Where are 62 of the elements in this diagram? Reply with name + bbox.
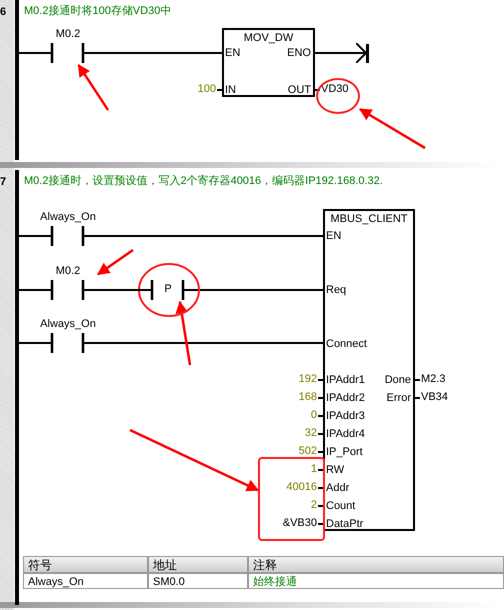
- table-cell: SM0.0: [148, 573, 248, 589]
- function-block: [222, 28, 315, 97]
- pin-label: Done: [384, 374, 411, 387]
- contact-address: Always_On: [39, 211, 97, 224]
- highlight-rectangle: [258, 457, 325, 541]
- table-header-cell: 地址: [148, 556, 248, 573]
- highlight-circle: [316, 78, 360, 114]
- wire: [98, 235, 323, 237]
- annotation-arrow: [129, 428, 260, 492]
- network-number: 7: [0, 176, 6, 189]
- function-block: [323, 209, 415, 531]
- pin-label: Addr: [326, 482, 350, 495]
- contact-type-letter: P: [163, 283, 173, 296]
- pin-label: EN: [326, 230, 342, 243]
- pin-label: IP_Port: [326, 446, 363, 459]
- block-title: MOV_DW: [242, 32, 294, 45]
- table-header-cell: 注释: [248, 556, 504, 573]
- contact-symbol: [38, 213, 98, 248]
- table-cell: Always_On: [23, 573, 148, 589]
- annotation-arrow: [78, 64, 110, 111]
- pin-label: IPAddr1: [326, 374, 365, 387]
- output-wire: [315, 42, 367, 64]
- wire: [19, 52, 38, 54]
- wire: [98, 289, 138, 291]
- wire: [19, 235, 38, 237]
- edge-contact-symbol: [138, 278, 198, 302]
- pin-label: Connect: [326, 338, 367, 351]
- contact-address: M0.2: [54, 28, 82, 41]
- wire: [19, 342, 38, 344]
- power-rail: [15, 170, 19, 605]
- power-rail: [15, 0, 19, 160]
- pin-label: IN: [225, 84, 236, 97]
- network-number: 6: [0, 6, 6, 19]
- pin-label: Error: [386, 392, 411, 405]
- pin-label: IPAddr4: [326, 428, 365, 441]
- pin-label: EN: [225, 47, 240, 60]
- pin-label: IPAddr2: [326, 392, 365, 405]
- pin-label: Req: [326, 284, 346, 297]
- pin-label: Count: [326, 500, 356, 513]
- network-comment: M0.2接通时，设置预设值，写入2个寄存器40016，编码器IP192.168.0.32.: [24, 175, 383, 188]
- pin-label: RW: [326, 464, 344, 477]
- annotation-arrow: [176, 300, 192, 366]
- pin-label: DataPtr: [326, 518, 364, 531]
- pin-label: IPAddr3: [326, 410, 365, 423]
- network-comment: M0.2接通时将100存储VD30中: [24, 5, 172, 18]
- contact-symbol: [38, 320, 98, 355]
- pin-label: ENO: [287, 47, 311, 60]
- contact-address: M0.2: [54, 265, 82, 278]
- wire: [98, 342, 323, 344]
- table-cell: 始终接通: [248, 573, 504, 589]
- contact-symbol: [38, 267, 98, 302]
- contact-symbol: [38, 30, 98, 65]
- wire: [198, 289, 323, 291]
- output-end-bar: [366, 44, 369, 63]
- block-title: MBUS_CLIENT: [329, 213, 409, 226]
- wire: [19, 289, 38, 291]
- annotation-arrow: [358, 108, 426, 150]
- table-header-cell: 符号: [23, 556, 148, 573]
- annotation-arrow: [96, 248, 134, 276]
- pin-label: OUT: [288, 84, 311, 97]
- wire: [98, 52, 222, 54]
- contact-address: Always_On: [39, 318, 97, 331]
